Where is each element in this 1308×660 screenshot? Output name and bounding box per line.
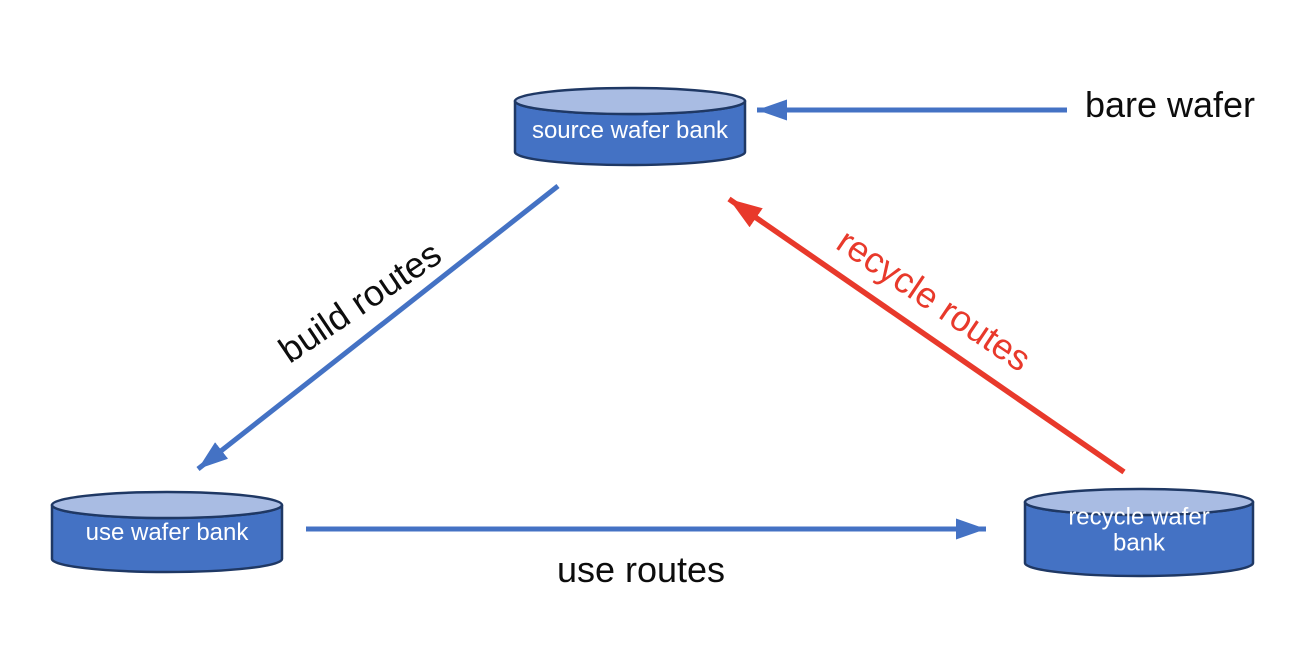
recycle-wafer-bank-label: recycle wafer bank bbox=[1068, 503, 1210, 557]
use-wafer-bank-cylinder bbox=[50, 490, 284, 574]
recycle-routes-arrow bbox=[727, 196, 1126, 475]
cylinder-top bbox=[50, 490, 284, 520]
source-wafer-bank-cylinder bbox=[513, 86, 747, 167]
recycle-wafer-bank-cylinder bbox=[1023, 487, 1255, 578]
cylinder-top bbox=[513, 86, 747, 116]
build-routes-arrow bbox=[196, 184, 560, 471]
source-wafer-bank-label: source wafer bank bbox=[531, 116, 729, 144]
use-routes-label: use routes bbox=[556, 549, 726, 591]
use-wafer-bank-label: use wafer bank bbox=[85, 518, 249, 546]
bare-wafer-label: bare wafer bbox=[1084, 84, 1256, 126]
cylinder-top bbox=[1023, 487, 1255, 517]
